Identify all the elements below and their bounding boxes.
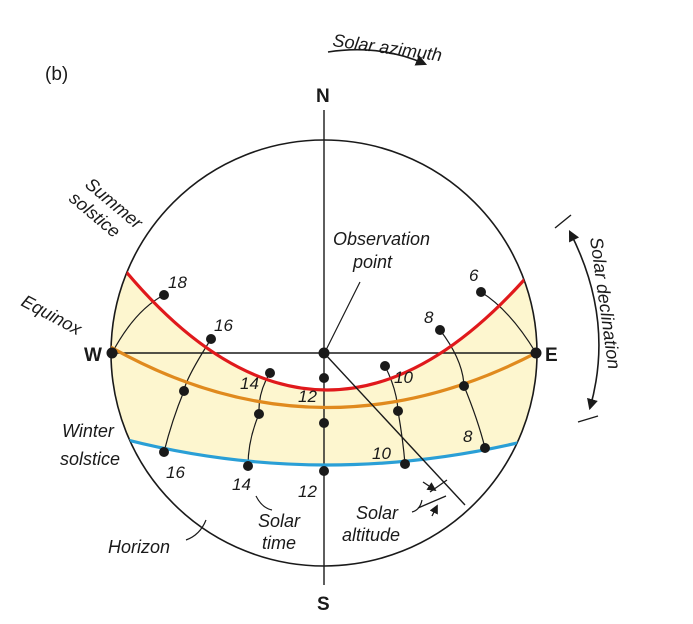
altitude-tick-2: [417, 495, 447, 509]
hour-label-winter-10: 10: [372, 444, 391, 463]
horizon-leader: [185, 519, 207, 541]
dot-winter-16: [159, 447, 169, 457]
solar-time-label-line2: time: [262, 533, 296, 553]
hour-label-summer-10: 10: [394, 368, 413, 387]
hour-label-winter-14: 14: [232, 475, 251, 494]
dot-summer-12: [319, 373, 329, 383]
hour-label-summer-12: 12: [298, 387, 317, 406]
dot-winter-14: [243, 461, 253, 471]
east-label: E: [545, 345, 558, 366]
hour-line-18-6: [111, 294, 165, 354]
observation-pointer: [325, 281, 361, 351]
solar-declination-label: Solar declination: [586, 236, 624, 371]
horizon-label: Horizon: [108, 537, 170, 557]
dot-summer-10: [380, 361, 390, 371]
hour-label-summer-6: 6: [469, 266, 479, 285]
dot-west: [106, 347, 118, 359]
solar-azimuth-label: Solar azimuth: [331, 30, 443, 65]
altitude-tick-1: [429, 479, 448, 493]
solar-azimuth-arrow: [327, 48, 428, 66]
dot-summer-16: [206, 334, 216, 344]
altitude-arrow-a: [422, 481, 437, 492]
dot-summer-6: [476, 287, 486, 297]
winter-solstice-label-line2: solstice: [60, 449, 120, 469]
observation-point-label-line2: point: [352, 252, 393, 272]
hour-label-summer-18: 18: [168, 273, 187, 292]
dot-equinox-12: [319, 418, 329, 428]
dot-equinox-14: [254, 409, 264, 419]
dot-summer-8: [435, 325, 445, 335]
equinox-label: Equinox: [18, 291, 86, 340]
solar-declination-arrow: [568, 230, 600, 411]
hour-line-6: [480, 291, 537, 354]
dot-winter-8: [480, 443, 490, 453]
hour-label-summer-8: 8: [424, 308, 434, 327]
solar-time-leader: [255, 495, 273, 511]
dot-summer-14: [265, 368, 275, 378]
declination-tick-bottom: [577, 415, 599, 423]
winter-solstice-label-line1: Winter: [62, 421, 115, 441]
declination-tick-top: [554, 214, 572, 229]
summer-solstice-path: [111, 179, 537, 392]
equinox-path: [111, 313, 537, 409]
altitude-arrow-b: [429, 504, 438, 517]
west-label: W: [84, 345, 102, 366]
observation-point-label-line1: Observation: [333, 229, 430, 249]
south-label: S: [317, 594, 330, 615]
dot-summer-18: [159, 290, 169, 300]
sun-ray-line: [323, 352, 466, 506]
hour-label-winter-8: 8: [463, 427, 473, 446]
sun-position-dots: [106, 287, 542, 476]
dot-winter-12: [319, 466, 329, 476]
dot-winter-10: [400, 459, 410, 469]
hour-label-winter-16: 16: [166, 463, 185, 482]
sky-band: [111, 180, 537, 465]
solar-altitude-leader: [411, 499, 423, 513]
panel-label: (b): [45, 64, 68, 85]
dot-equinox-10: [393, 406, 403, 416]
dot-equinox-16: [179, 386, 189, 396]
dot-east: [530, 347, 542, 359]
solar-altitude-label-line1: Solar: [356, 503, 399, 523]
hour-label-summer-14: 14: [240, 374, 259, 393]
north-label: N: [316, 86, 330, 107]
dot-equinox-8: [459, 381, 469, 391]
hour-label-summer-16: 16: [214, 316, 233, 335]
hour-label-winter-12: 12: [298, 482, 317, 501]
solar-altitude-label-line2: altitude: [342, 525, 400, 545]
dot-observation: [318, 347, 330, 359]
solar-time-label-line1: Solar: [258, 511, 301, 531]
